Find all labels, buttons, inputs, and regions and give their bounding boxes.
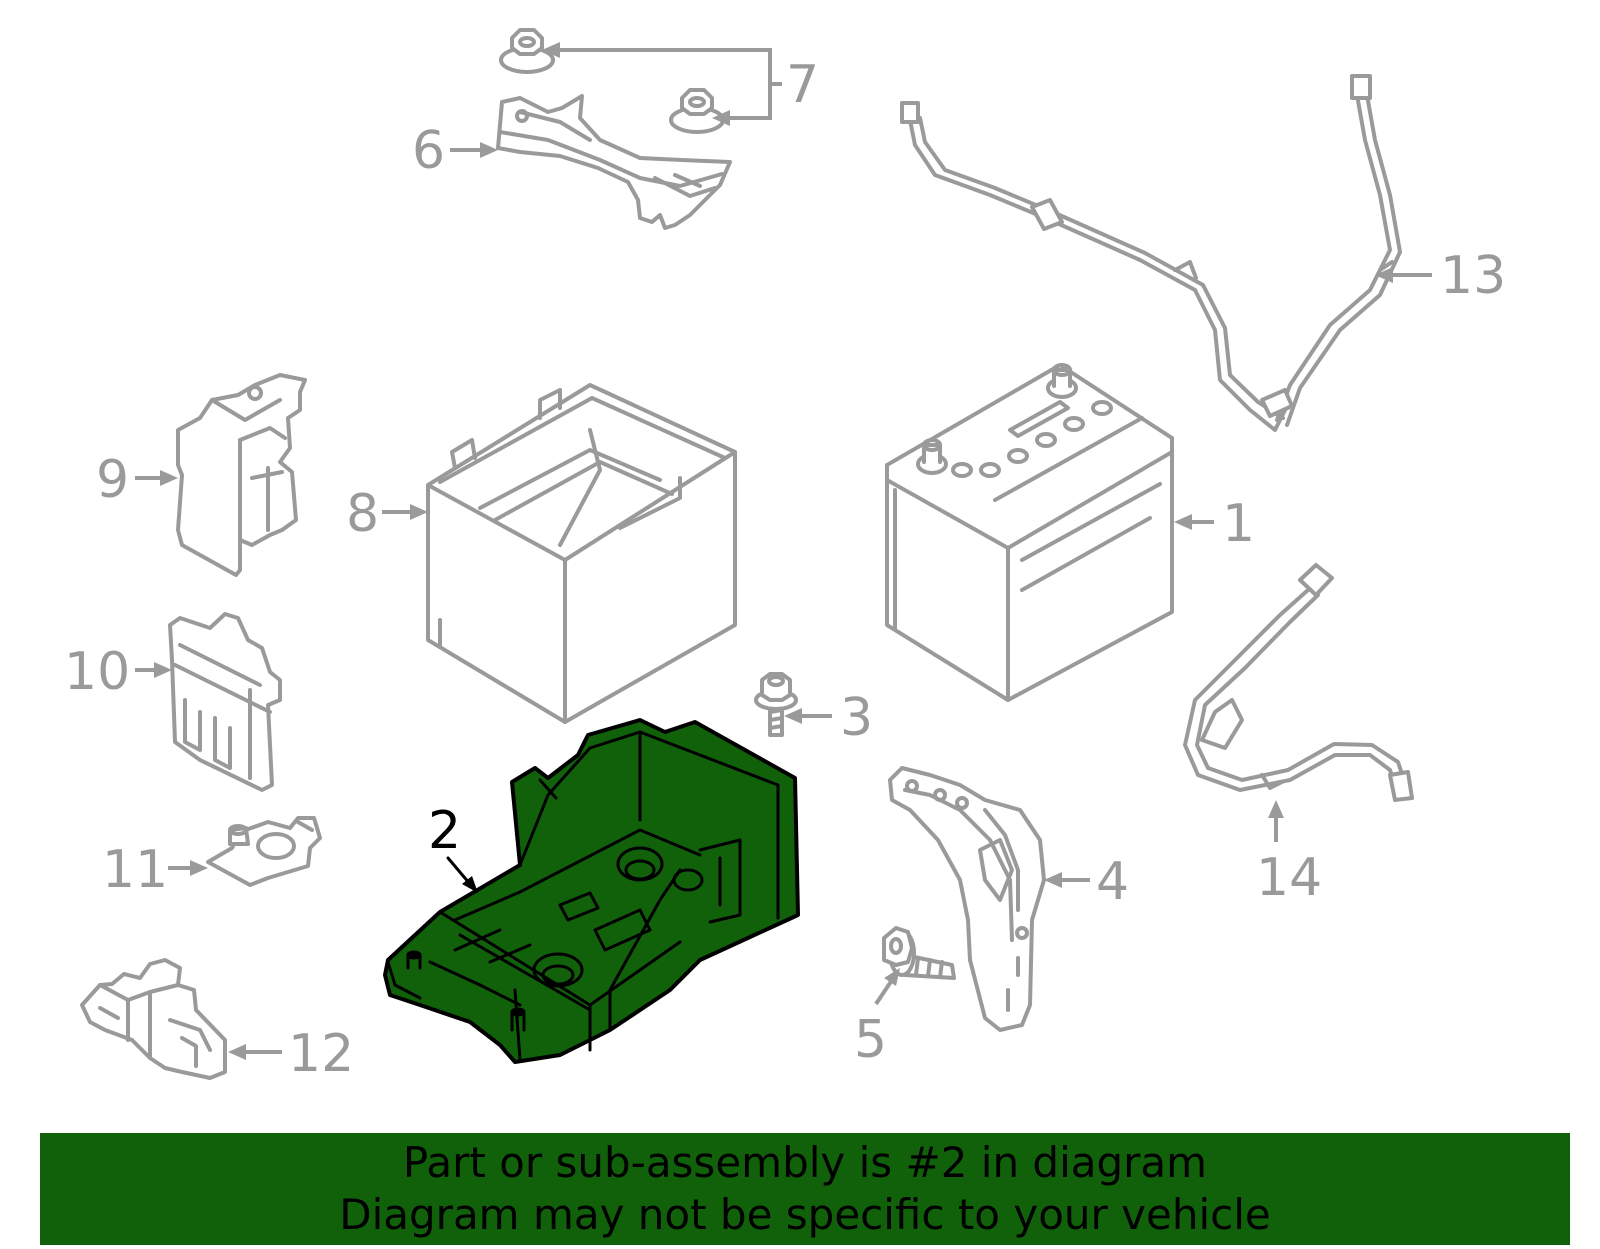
callout-label-6: 6 (412, 121, 445, 181)
callout-label-3: 3 (840, 688, 873, 748)
callout-label-12: 12 (288, 1024, 354, 1084)
part-7-nut-upper (499, 28, 555, 74)
callout-10: 10 (64, 642, 172, 702)
part-10-fuse-block (168, 612, 282, 792)
parts-diagram: 7 6 13 9 8 1 10 3 2 (64, 28, 1506, 1084)
callout-13: 13 (1375, 246, 1506, 306)
callout-2: 2 (428, 801, 478, 893)
callout-9: 9 (96, 450, 178, 510)
callout-label-8: 8 (346, 484, 379, 544)
battery-terminal-right (1046, 363, 1078, 399)
callout-7: 7 (542, 42, 819, 126)
part-5-bolt (882, 926, 956, 980)
callout-11: 11 (102, 840, 208, 900)
part-7-nut-lower (669, 88, 725, 134)
callout-6: 6 (412, 121, 498, 181)
callout-4: 4 (1044, 852, 1129, 912)
callout-label-7: 7 (786, 55, 819, 115)
callout-label-4: 4 (1096, 852, 1129, 912)
part-13-cable (900, 74, 1402, 432)
part-7-nuts (499, 28, 725, 134)
banner-line-part-note: Part or sub-assembly is #2 in diagram (402, 1138, 1208, 1187)
callout-label-11: 11 (102, 840, 168, 900)
banner-line-disclaimer: Diagram may not be specific to your vehi… (339, 1190, 1271, 1239)
callout-14: 14 (1256, 800, 1322, 908)
info-banner: Part or sub-assembly is #2 in diagram Di… (40, 1133, 1570, 1245)
callout-label-9: 9 (96, 450, 129, 510)
callout-5: 5 (854, 968, 900, 1070)
part-11-sensor (206, 816, 322, 887)
part-8-battery-cover (426, 383, 737, 724)
part-2-battery-tray (383, 718, 800, 1064)
callout-3: 3 (784, 688, 873, 748)
part-9-cover (176, 373, 307, 577)
callout-8: 8 (346, 484, 428, 544)
callout-label-10: 10 (64, 642, 130, 702)
callout-label-13: 13 (1440, 246, 1506, 306)
battery-vent-caps (951, 400, 1113, 478)
part-1-battery (885, 363, 1174, 702)
callout-1: 1 (1174, 494, 1255, 554)
callout-12: 12 (228, 1024, 354, 1084)
part-4-bracket (888, 766, 1046, 1032)
part-14-cable (1183, 563, 1414, 802)
battery-terminal-left (916, 438, 948, 475)
part-6-bracket (496, 94, 732, 230)
part-12-clip (80, 958, 227, 1080)
callout-label-2: 2 (428, 801, 461, 861)
part-3-bolt (754, 672, 798, 737)
callout-label-1: 1 (1222, 494, 1255, 554)
callout-label-5: 5 (854, 1010, 887, 1070)
callout-label-14: 14 (1256, 848, 1322, 908)
